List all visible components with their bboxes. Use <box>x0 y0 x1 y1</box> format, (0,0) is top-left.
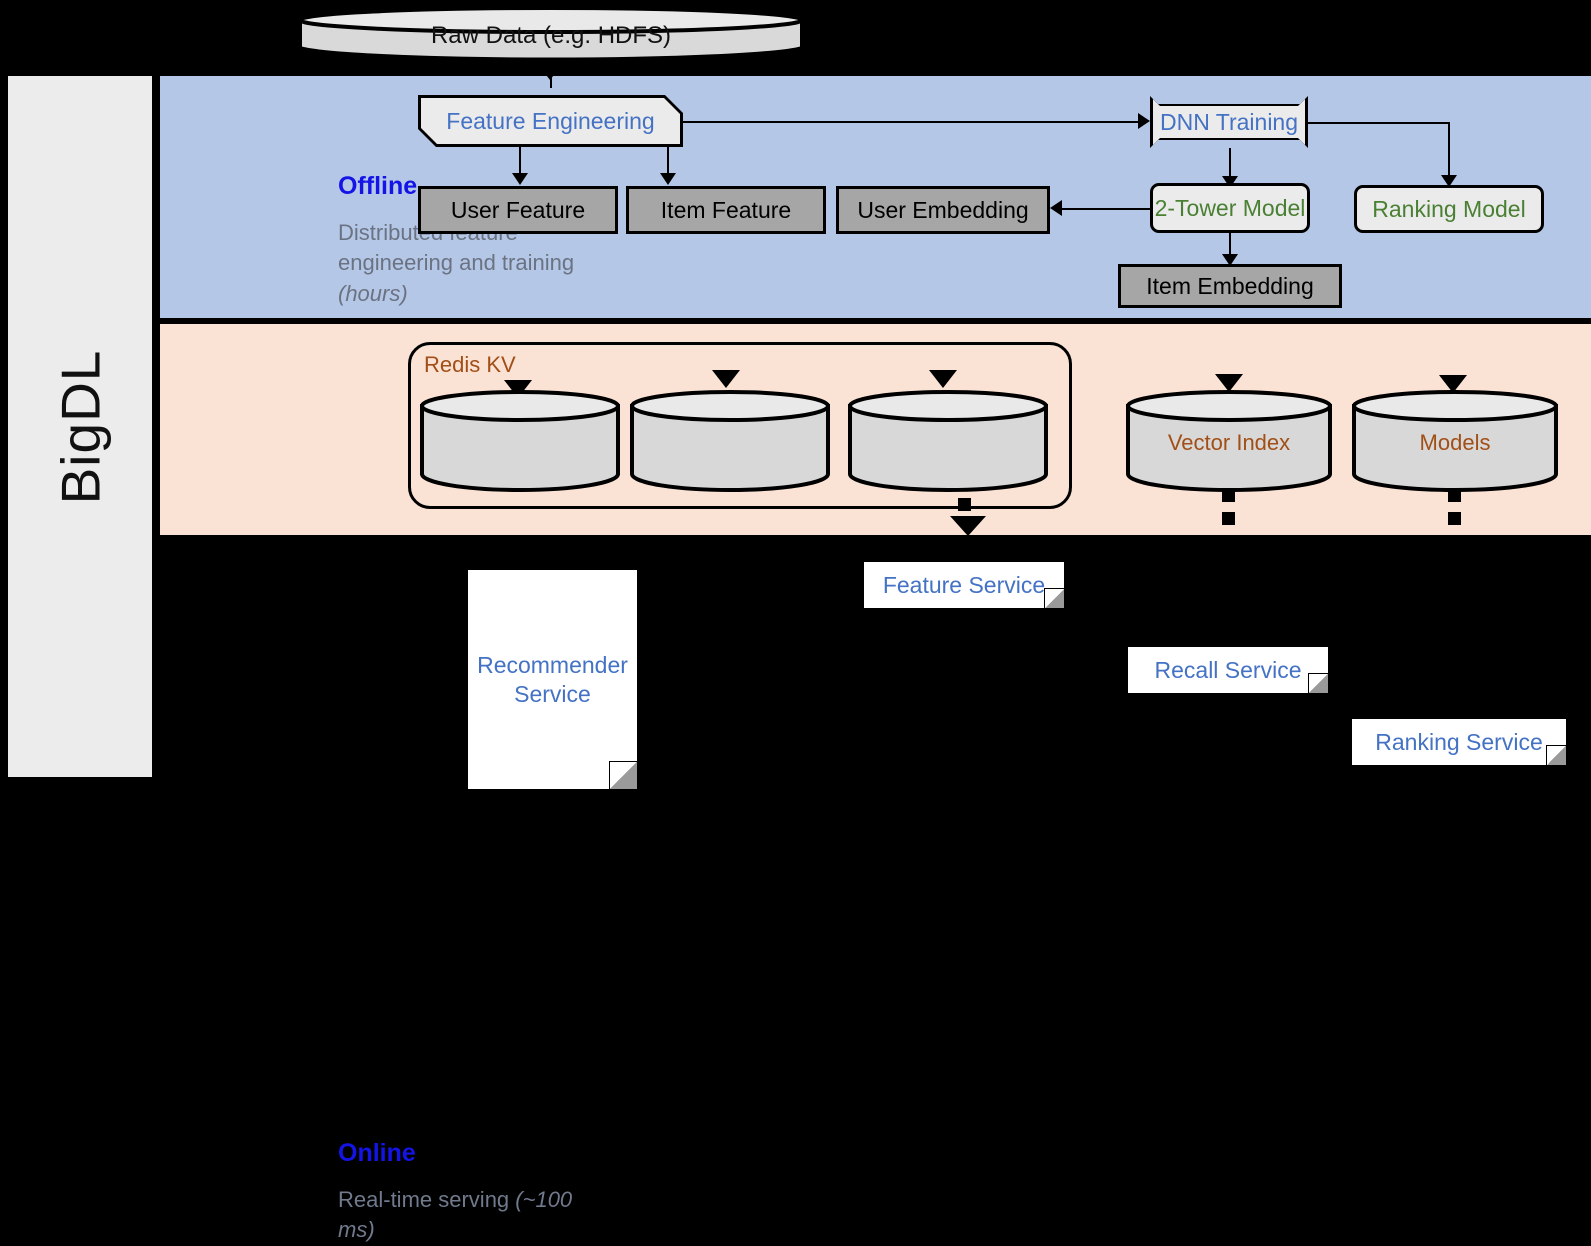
node-raw-data: Raw Data (e.g. HDFS) <box>296 4 806 64</box>
node-user-feature[interactable]: User Feature <box>418 186 618 234</box>
node-ranking-service-label: Ranking Service <box>1375 728 1543 755</box>
node-recall-service[interactable]: Recall Service <box>1128 647 1328 693</box>
edge-models-ranking-dash1 <box>1448 489 1461 502</box>
node-item-embedding-label: Item Embedding <box>1146 272 1314 299</box>
edge-fe-dnn <box>683 121 1142 123</box>
edge-dnn-ranking-v <box>1448 122 1450 180</box>
band-desc-offline-italic: (hours) <box>338 280 408 306</box>
container-redis-kv <box>408 342 1072 509</box>
node-ranking-model[interactable]: Ranking Model <box>1354 185 1544 233</box>
node-user-embedding-label: User Embedding <box>857 196 1029 223</box>
pipe-itememb-vectorindex-arrow <box>1215 374 1243 392</box>
node-ranking-service[interactable]: Ranking Service <box>1352 719 1566 765</box>
node-item-feature[interactable]: Item Feature <box>626 186 826 234</box>
node-models-label: Models <box>1419 430 1491 455</box>
edge-twotower-itememb <box>1229 233 1231 259</box>
edge-redis-featureservice-dash <box>958 498 971 511</box>
edge-fe-itemfeature <box>667 147 669 177</box>
pipe-ranking-models <box>0 508 11 656</box>
edge-twotower-itememb-arrow <box>1222 254 1238 266</box>
node-user-embedding[interactable]: User Embedding <box>836 186 1050 234</box>
node-feature-service[interactable]: Feature Service <box>864 562 1064 608</box>
sidebar-label: BigDL <box>49 349 111 504</box>
edge-fe-itemfeature-arrow <box>660 173 676 185</box>
node-user-feature-label: User Feature <box>450 196 586 223</box>
edge-dnn-ranking-h <box>1308 122 1449 124</box>
cylinder-item-feature-store <box>628 388 832 492</box>
cylinder-user-embedding-store <box>846 388 1050 492</box>
node-vector-index[interactable]: Vector Index <box>1124 388 1334 492</box>
edge-vectorindex-recall-dash1 <box>1222 489 1235 502</box>
node-raw-data-label: Raw Data (e.g. HDFS) <box>430 22 672 49</box>
edge-fe-userfeature <box>519 147 521 177</box>
pipe-itemfeature-redis-arrow <box>712 370 740 388</box>
fold-corner-icon <box>609 761 637 789</box>
edge-rawdata-fe-arrow <box>536 62 564 80</box>
sidebar-bigdl: BigDL <box>8 76 152 777</box>
node-recall-service-label: Recall Service <box>1154 656 1302 683</box>
fold-corner-icon <box>1044 588 1064 608</box>
container-redis-kv-label: Redis KV <box>424 352 516 377</box>
cylinder-user-feature-store <box>418 388 622 492</box>
band-desc-online: Real-time serving (~100 ms) <box>338 1185 578 1246</box>
node-item-embedding[interactable]: Item Embedding <box>1118 264 1342 308</box>
edge-twotower-userembedding-arrow <box>1050 200 1062 216</box>
node-item-feature-label: Item Feature <box>660 196 792 223</box>
fold-corner-icon <box>1308 673 1328 693</box>
edge-redis-featureservice-arrow <box>950 516 986 536</box>
pipe-ranking-models-arrow <box>1439 375 1467 393</box>
pipe-itemfeature-redis <box>0 152 11 294</box>
node-feature-engineering-label: Feature Engineering <box>421 98 680 144</box>
band-title-online: Online <box>338 1139 416 1167</box>
pipe-userembedding-redis-arrow <box>929 370 957 388</box>
node-ranking-model-label: Ranking Model <box>1372 195 1526 222</box>
edge-vectorindex-recall-dash2 <box>1222 512 1235 525</box>
edge-dnn-twotower <box>1229 148 1231 180</box>
edge-twotower-userembedding <box>1062 208 1152 210</box>
node-dnn-training[interactable]: DNN Training <box>1150 96 1308 148</box>
band-desc-online-main: Real-time serving <box>338 1187 516 1212</box>
fold-corner-icon <box>1546 745 1566 765</box>
node-feature-service-label: Feature Service <box>882 571 1046 598</box>
node-two-tower-model[interactable]: 2-Tower Model <box>1150 183 1310 233</box>
edge-models-ranking-dash2 <box>1448 512 1461 525</box>
node-vector-index-label: Vector Index <box>1167 430 1291 455</box>
band-title-offline: Offline <box>338 172 418 200</box>
node-dnn-training-label: DNN Training <box>1153 99 1305 145</box>
pipe-userfeature-redis <box>0 0 11 152</box>
node-feature-engineering[interactable]: Feature Engineering <box>418 95 683 147</box>
node-two-tower-model-label: 2-Tower Model <box>1154 194 1306 221</box>
node-recommender-service-label: Recommender Service <box>477 651 628 707</box>
node-recommender-service[interactable]: Recommender Service <box>468 570 637 789</box>
edge-fe-dnn-arrow <box>1138 113 1150 129</box>
node-models[interactable]: Models <box>1350 388 1560 492</box>
band-offline: Offline Distributed feature engineering … <box>160 76 1591 318</box>
pipe-userembedding-redis <box>0 294 11 436</box>
edge-dnn-ranking-arrow <box>1441 175 1457 187</box>
pipe-itememb-vectorindex <box>0 436 11 508</box>
edge-fe-userfeature-arrow <box>512 173 528 185</box>
